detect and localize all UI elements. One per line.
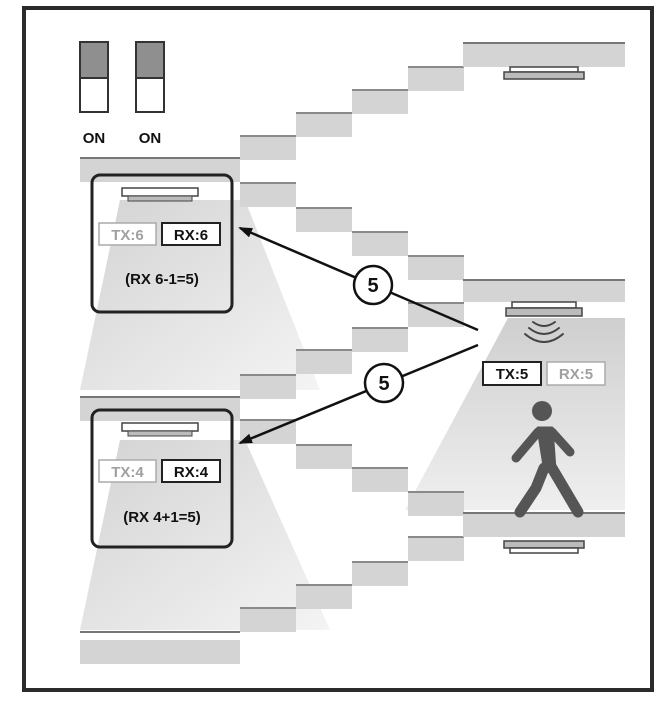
upper-tx-badge (98, 222, 157, 246)
stair-step (352, 328, 408, 352)
staircase (240, 66, 464, 632)
signal-badge-lower: 5 (363, 362, 405, 404)
stair-step (408, 537, 464, 561)
stair-step (408, 303, 464, 327)
lower-sensor-device (121, 422, 199, 432)
lower-tx-badge (98, 459, 157, 483)
landings (80, 42, 625, 664)
stair-step (296, 350, 352, 374)
upper-formula: (RX 6-1=5) (125, 271, 199, 288)
signal-badge-upper: 5 (352, 264, 394, 306)
signal-badge-upper-value: 5 (367, 275, 378, 297)
upper-sensor-box: TX:6 RX:6 (RX 6-1=5) (90, 173, 234, 314)
dip-switch-1[interactable] (79, 41, 109, 113)
upper-sensor-device (121, 187, 199, 197)
stair-step (296, 445, 352, 469)
stair-step (296, 585, 352, 609)
stair-step (408, 67, 464, 91)
lower-tx-label: TX:4 (111, 464, 144, 481)
stair-step (296, 208, 352, 232)
stair-step (240, 136, 296, 160)
stair-step (240, 608, 296, 632)
stair-step (240, 375, 296, 399)
stair-step (408, 492, 464, 516)
stair-step (352, 232, 408, 256)
upper-tx-label: TX:6 (111, 227, 144, 244)
center-tx-label: TX:5 (496, 366, 529, 383)
stair-step (240, 183, 296, 207)
switch-1-label: ON (83, 130, 106, 147)
center-rx-badge (546, 361, 606, 386)
signal-badge-lower-value: 5 (378, 373, 389, 395)
walking-person-icon (511, 401, 584, 518)
upper-rx-badge (161, 222, 221, 246)
switch-2-label: ON (139, 130, 162, 147)
stair-step (296, 113, 352, 137)
upper-rx-label: RX:6 (174, 227, 208, 244)
signal-arrow-lower (238, 343, 479, 445)
lower-rx-badge (161, 459, 221, 483)
stair-step (352, 90, 408, 114)
center-sensor: TX:5 RX:5 (482, 301, 606, 386)
top-fixture (503, 66, 585, 80)
lower-formula: (RX 4+1=5) (123, 509, 201, 526)
wave-icon (524, 321, 564, 343)
stair-step (408, 256, 464, 280)
lower-sensor-box: TX:4 RX:4 (RX 4+1=5) (90, 408, 234, 549)
stair-step (352, 468, 408, 492)
center-rx-label: RX:5 (559, 366, 593, 383)
lower-rx-label: RX:4 (174, 464, 209, 481)
stair-step (352, 562, 408, 586)
dip-switch-2[interactable] (135, 41, 165, 113)
bottom-fixture (503, 540, 585, 554)
center-tx-badge (482, 361, 542, 386)
